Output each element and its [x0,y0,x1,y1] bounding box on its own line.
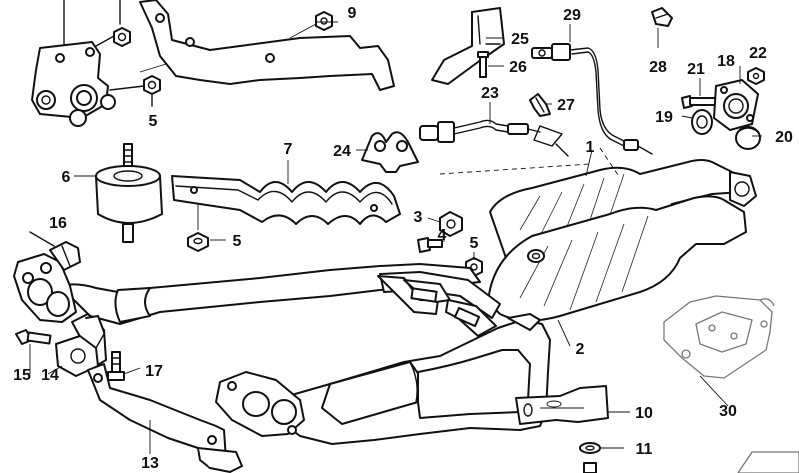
bolt-21 [681,95,721,109]
bracket-25 [431,7,505,85]
callout-13: 13 [141,455,159,472]
callout-22: 22 [749,45,767,62]
callout-10: 10 [635,405,653,422]
callout-15: 15 [13,367,31,384]
callout-7: 7 [284,141,293,158]
catalytic-converter-2 [487,195,747,322]
callout-24: 24 [333,143,351,160]
callout-labels: 1 2 3 4 5 5 5 6 7 9 10 11 13 14 15 16 17… [13,5,793,472]
callout-9: 9 [348,5,357,22]
callout-14: 14 [41,367,59,384]
callout-28: 28 [649,59,667,76]
nut-22 [747,67,765,85]
corner-fragment [737,451,799,473]
callout-1: 1 [586,139,595,156]
callout-16: 16 [49,215,67,232]
clamp-24 [361,131,419,173]
bracket-7 [171,175,401,230]
leader-lines [29,21,762,454]
callout-27: 27 [557,97,575,114]
flange-18 [713,79,759,131]
bracket-13 [87,363,243,473]
ring-20 [735,126,761,150]
nut-3 [439,211,463,237]
bolt-26 [477,51,489,78]
hex-nut-5-mid [187,232,209,252]
callout-21: 21 [687,61,705,78]
oxygen-sensor-29 [531,43,653,155]
callout-4: 4 [438,227,447,244]
callout-19: 19 [655,109,673,126]
sensor-guide-dash [599,147,621,179]
clip-28 [651,7,673,27]
front-exhaust-pipe [59,263,501,337]
callout-2: 2 [576,341,585,358]
washer-11 [579,442,601,473]
callout-20: 20 [775,129,793,146]
clip-27 [529,93,551,117]
assembly-guide-dash [439,163,591,175]
heat-shield-30 [663,295,775,379]
callout-23: 23 [481,85,499,102]
manifold-flange-lower [215,371,305,437]
callout-17: 17 [145,363,163,380]
callout-3: 3 [414,209,423,226]
bolt-15 [15,329,52,345]
support-bracket-9 [139,0,395,91]
engine-mount-bracket [31,0,116,127]
callout-5-right: 5 [470,235,479,252]
lower-exhaust-pipe [71,313,551,445]
hex-nut-top [95,0,131,47]
callout-25: 25 [511,31,529,48]
callout-6: 6 [62,169,71,186]
callout-26: 26 [509,59,527,76]
bolt-4 [417,237,443,253]
callout-29: 29 [563,7,581,24]
callout-11: 11 [636,441,653,458]
callout-5-top: 5 [149,113,158,130]
gasket-19 [691,109,713,135]
callout-18: 18 [717,53,735,70]
hex-nut-5-top [109,75,161,107]
rubber-mount-6 [95,143,163,243]
manifold-flange-16 [13,231,81,323]
oxygen-sensor-23 [419,119,569,157]
bolt-17 [107,351,125,381]
callout-5-mid: 5 [233,233,242,250]
clamp-14 [55,333,105,377]
hanger-bracket-10 [515,385,609,425]
callout-30: 30 [719,403,737,420]
